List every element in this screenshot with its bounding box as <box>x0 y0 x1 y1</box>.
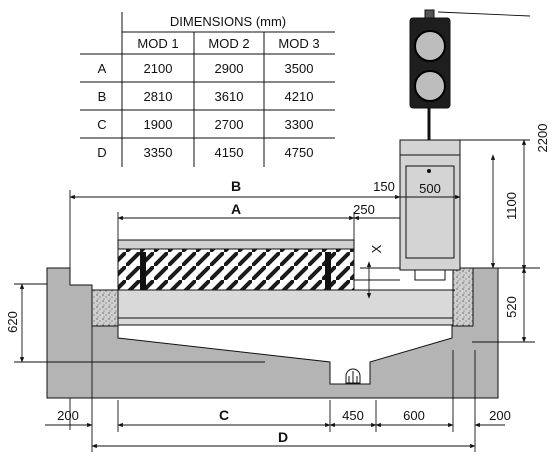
control-cabinet <box>399 139 461 281</box>
barrier-top-rail <box>117 239 355 250</box>
column-header: MOD 1 <box>137 36 178 51</box>
table-cell: 4210 <box>285 89 314 104</box>
table-cell: 3610 <box>215 89 244 104</box>
cabinet-lock-icon <box>427 169 431 173</box>
cabinet-door <box>405 165 455 259</box>
label-520: 520 <box>504 296 519 318</box>
table-cell: 3500 <box>285 61 314 76</box>
label-2200: 2200 <box>535 124 549 153</box>
table-cell: 2900 <box>215 61 244 76</box>
label-500: 500 <box>419 181 441 196</box>
table-cell: 2100 <box>144 61 173 76</box>
barrier-post-left <box>140 252 146 290</box>
barrier-post-right <box>325 252 331 290</box>
column-header: MOD 2 <box>208 36 249 51</box>
label-X: X <box>369 244 384 253</box>
table-cell: 2700 <box>215 117 244 132</box>
table-cell: 2810 <box>144 89 173 104</box>
concrete-foundation <box>46 267 499 399</box>
traffic-light-bottom-lamp <box>414 70 446 102</box>
table-cell: 3350 <box>144 145 173 160</box>
traffic-light-top-lamp <box>414 30 446 62</box>
barrier-hatched-body <box>117 248 355 291</box>
label-600: 600 <box>403 408 425 423</box>
row-label: D <box>97 145 106 160</box>
label-450: 450 <box>342 408 364 423</box>
label-200-left: 200 <box>57 408 79 423</box>
rubber-seal-left <box>91 289 119 327</box>
table-title: DIMENSIONS (mm) <box>170 14 286 29</box>
row-label: C <box>97 117 106 132</box>
label-C: C <box>219 407 229 423</box>
label-200-right: 200 <box>489 408 511 423</box>
label-D: D <box>278 429 288 445</box>
dimensions-table: DIMENSIONS (mm) MOD 1 MOD 2 MOD 3 A 2100… <box>80 12 335 167</box>
platform <box>117 239 455 326</box>
rubber-seal-right <box>452 267 474 327</box>
table-cell: 1900 <box>144 117 173 132</box>
drain-icon <box>345 368 361 384</box>
dimension-lines <box>14 11 540 452</box>
column-header: MOD 3 <box>278 36 319 51</box>
label-B: B <box>231 178 241 194</box>
label-150: 150 <box>373 179 395 194</box>
dimension-labels: B 150 A 250 500 X 2200 1100 520 620 200 … <box>5 124 549 445</box>
table-cell: 4750 <box>285 145 314 160</box>
label-A: A <box>231 201 241 217</box>
label-250: 250 <box>353 202 375 217</box>
row-label: B <box>98 89 107 104</box>
label-620: 620 <box>5 311 20 333</box>
table-cell: 4150 <box>215 145 244 160</box>
row-label: A <box>98 61 107 76</box>
label-1100: 1100 <box>504 192 519 220</box>
table-cell: 3300 <box>285 117 314 132</box>
traffic-light <box>409 9 451 140</box>
